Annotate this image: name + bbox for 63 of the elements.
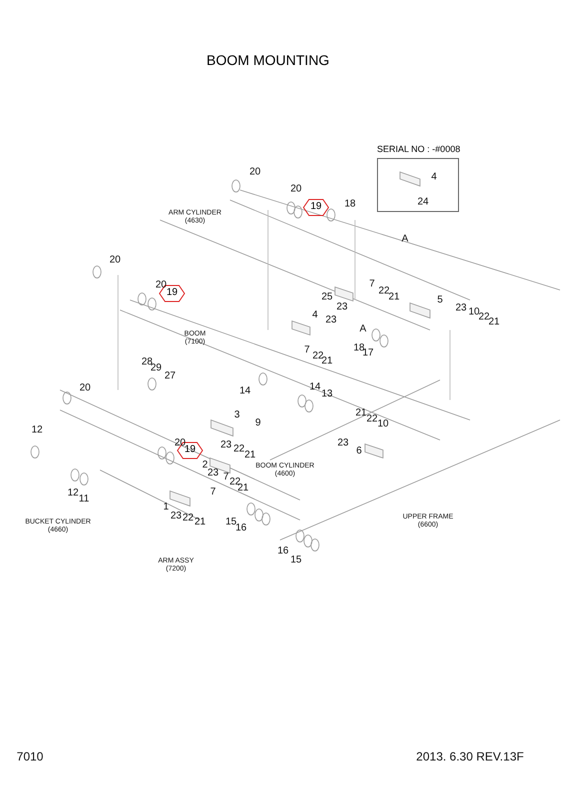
footer-text: 7010 [16,750,44,764]
callout-number: 22 [366,414,378,424]
callout-number: 3 [234,410,240,420]
callout-number: 7 [369,278,375,290]
callout-number: 22 [233,444,245,454]
callout-number: 14 [239,386,251,396]
callout-number: 27 [164,370,176,382]
callout-number: 7 [304,344,310,356]
callout-number: 5 [437,294,443,306]
callout-number: 15 [290,554,302,566]
callout-number: 23 [170,510,182,522]
callout-number: 2 [202,460,208,470]
callout-number: 21 [388,292,400,302]
callout-number: 23 [220,440,232,450]
callout-number: 21 [355,408,367,418]
callout-number: 10 [377,418,389,430]
callout-number: 20 [249,166,261,178]
callout-number: 11 [78,494,90,504]
callout-number: 22 [378,286,390,296]
callout-number: A [402,234,408,244]
callout-number: 25 [321,292,333,302]
callout-number: 21 [194,516,206,528]
callout-number: 7 [223,472,229,482]
inset-frame [377,144,459,212]
callout-number: 23 [336,302,348,312]
callout-number: 23 [325,314,337,326]
callout-number: 22 [478,312,490,322]
callout-number: 16 [277,546,289,556]
callout-number: 21 [244,450,256,460]
callout-number: 21 [321,356,333,366]
callout-number: 13 [321,388,333,400]
callout-number: 20 [290,184,302,194]
callout-number: 12 [31,424,43,436]
callout-number: 18 [353,342,365,354]
callout-number: 22 [312,350,324,362]
callout-number: 20 [79,382,91,394]
callout-hexagon: 19 [303,199,329,216]
callout-number: 4 [312,310,318,320]
callout-number: 7 [210,486,216,498]
callout-number: 9 [255,418,261,428]
callout-number: 29 [150,362,162,374]
callout-number: 23 [455,302,467,314]
callout-number: 20 [109,254,121,266]
callout-number: 6 [356,446,362,456]
callout-number: 1 [163,502,169,512]
callout-number: 17 [362,348,374,358]
callout-number: 24 [417,196,429,208]
callout-number: 10 [468,306,480,318]
callout-number: 22 [182,512,194,524]
callout-number: 16 [235,522,247,534]
callout-number: 12 [67,488,79,498]
callout-number: 23 [337,438,349,448]
inset-heading: SERIAL NO : -#0008 [377,144,460,154]
callout-number: 14 [309,382,321,392]
callout-number: A [360,324,366,334]
callout-number: 28 [141,356,153,368]
footer-text: 2013. 6.30 REV.13F [416,750,524,764]
callout-number: 18 [344,198,356,210]
callout-number: 23 [207,468,219,478]
callout-number: 4 [431,172,437,182]
callout-number: 15 [225,516,237,528]
callout-number: 21 [488,316,500,328]
drawing-title: BOOM MOUNTING [206,52,330,68]
